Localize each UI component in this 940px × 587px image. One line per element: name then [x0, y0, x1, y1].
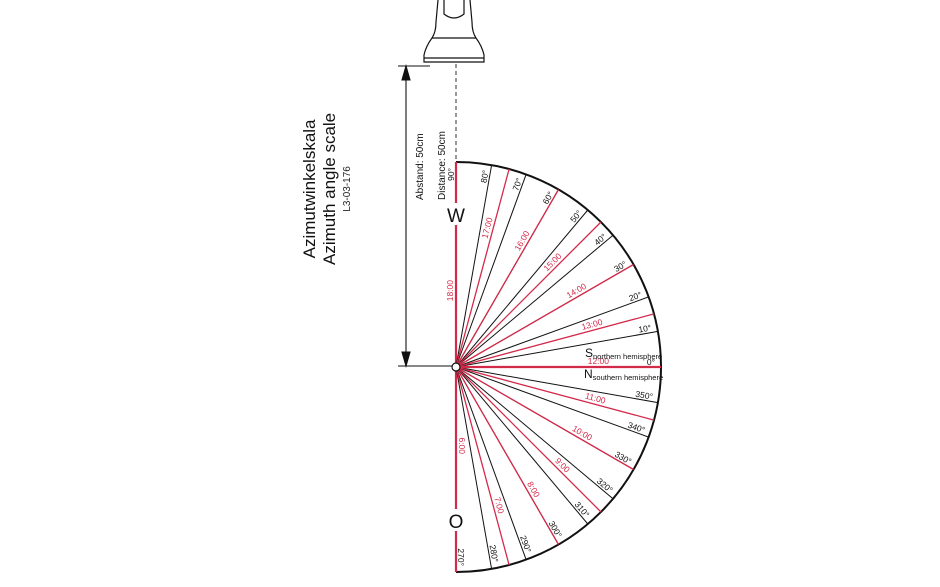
- degree-ray: [455, 234, 614, 368]
- degree-label: 70°: [510, 177, 524, 193]
- hour-label: 13:00: [580, 317, 603, 332]
- degree-label: 30°: [612, 259, 628, 274]
- hour-ray: [455, 366, 602, 513]
- degree-ray: [455, 209, 589, 368]
- hour-label: 6:00: [457, 437, 467, 454]
- east-letter: O: [449, 512, 464, 533]
- hour-label: 9:00: [553, 456, 572, 475]
- degree-label: 50°: [568, 208, 584, 224]
- pivot-point: [451, 362, 461, 372]
- degree-ray: [455, 366, 614, 500]
- gnomon-icon: [423, 0, 485, 63]
- degree-label: 0°: [647, 357, 655, 367]
- hour-ray: [455, 366, 634, 471]
- degree-ray: [455, 330, 658, 368]
- degree-ray: [455, 366, 658, 404]
- degree-label: 80°: [479, 169, 491, 183]
- hour-label: 8:00: [525, 480, 542, 500]
- degree-ray: [455, 165, 493, 368]
- hour-ray: [455, 366, 510, 566]
- hour-ray: [455, 313, 655, 368]
- degree-label: 90°: [446, 168, 456, 181]
- hour-ray: [455, 168, 510, 368]
- north-label: Nsouthern hemisphere: [584, 367, 663, 382]
- degree-label: 350°: [635, 389, 654, 402]
- hour-ray: [455, 263, 634, 368]
- south-letter: S: [585, 346, 593, 360]
- north-subscript: southern hemisphere: [593, 373, 663, 382]
- degree-ray: [455, 366, 589, 525]
- hour-label: 7:00: [492, 496, 506, 515]
- hour-ray: [455, 366, 560, 545]
- degree-label: 40°: [592, 231, 608, 247]
- degree-ray: [455, 366, 649, 438]
- north-letter: N: [584, 367, 593, 381]
- hour-ray: [455, 189, 560, 368]
- degree-label: 60°: [540, 190, 555, 206]
- degree-labels: 270°280°290°300°310°320°330°340°350°0°10…: [446, 168, 655, 566]
- south-subscript: northern hemisphere: [593, 352, 662, 361]
- degree-ray: [455, 174, 527, 368]
- south-label: Snorthern hemisphere: [585, 346, 662, 361]
- degree-label: 10°: [638, 323, 652, 335]
- degree-label: 280°: [488, 544, 501, 563]
- degree-label: 20°: [627, 290, 643, 304]
- degree-ray: [455, 366, 493, 569]
- west-letter: W: [447, 206, 465, 227]
- degree-label: 270°: [456, 548, 466, 566]
- hour-ray: [455, 221, 602, 368]
- scale-rays: [455, 165, 661, 569]
- hour-label: 12:00: [588, 356, 610, 366]
- degree-ray: [455, 366, 527, 560]
- hour-ray: [455, 366, 655, 421]
- distance-dimension-arrow: [398, 63, 452, 369]
- hour-label: 18:00: [445, 280, 455, 302]
- degree-ray: [455, 296, 649, 368]
- hour-labels: 6:007:008:009:0010:0011:0012:0013:0014:0…: [445, 216, 609, 515]
